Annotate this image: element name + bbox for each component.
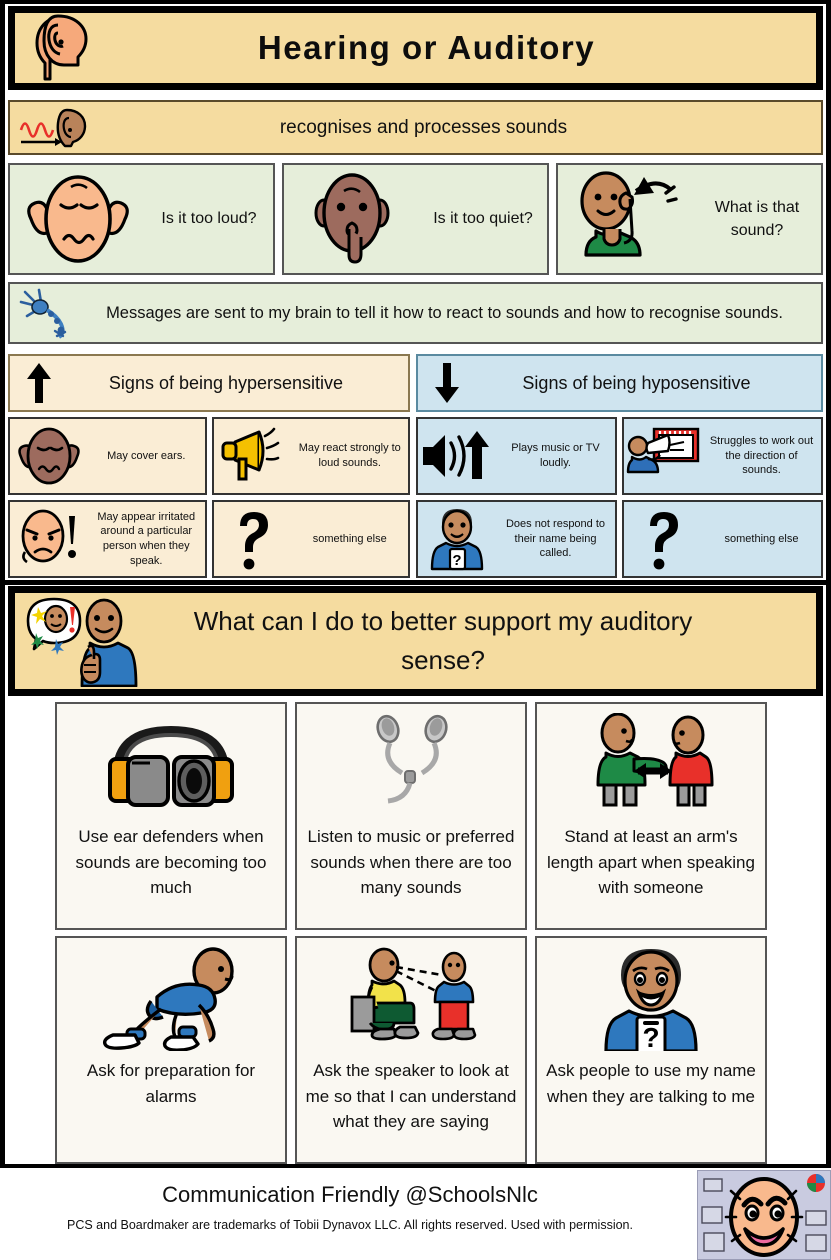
earphones-icon: [346, 710, 476, 820]
sign-card: May appear irritated around a particular…: [8, 500, 207, 578]
sign-card: something else: [622, 500, 823, 578]
sign-label: May react strongly to loud sounds.: [298, 442, 401, 469]
strategy-card: Ask for preparation for alarms: [55, 936, 287, 1164]
annoyed-person-icon: [10, 502, 88, 576]
brain-message-text: Messages are sent to my brain to tell it…: [106, 303, 783, 322]
svg-text:?: ?: [452, 552, 461, 569]
neuron-icon: [10, 286, 82, 340]
person-thumbs-up-speech-icon: [15, 593, 150, 689]
section-divider: [0, 580, 831, 585]
strategy-card: ? Ask people to use my name when they ar…: [535, 936, 767, 1164]
sign-card: Struggles to work out the direction of s…: [622, 417, 823, 495]
strategy-card: Ask the speaker to look at me so that I …: [295, 936, 527, 1164]
question-mark-icon: [624, 502, 702, 576]
strategy-label: Ask for preparation for alarms: [86, 1061, 256, 1106]
smiling-face-logo: [697, 1170, 831, 1260]
footer-divider: [0, 1164, 831, 1168]
person-question-shirt-icon: ?: [589, 944, 713, 1054]
subtitle-text: recognises and processes sounds: [279, 116, 568, 138]
strategy-card: Use ear defenders when sounds are becomi…: [55, 702, 287, 930]
megaphone-icon: [214, 419, 292, 493]
sign-card: Plays music or TV loudly.: [416, 417, 617, 495]
person-crouching-start-icon: [91, 944, 251, 1054]
strategy-label: Ask people to use my name when they are …: [546, 1061, 756, 1106]
strategy-grid: Use ear defenders when sounds are becomi…: [55, 702, 767, 1164]
arrow-down-icon: [418, 361, 476, 405]
question-card: Is it too loud?: [8, 163, 275, 275]
sign-label: Struggles to work out the direction of s…: [709, 435, 814, 477]
page-header: Hearing or Auditory: [8, 6, 823, 90]
sign-card: May react strongly to loud sounds.: [211, 417, 410, 495]
support-heading: What can I do to better support my audit…: [193, 606, 693, 675]
sign-card: ? Does not respond to their name being c…: [416, 500, 617, 578]
strategy-label: Use ear defenders when sounds are becomi…: [75, 827, 267, 897]
person-shushing-icon: [284, 165, 419, 273]
question-row: Is it too loud? Is it too quiet?: [8, 163, 823, 275]
subtitle-bar: recognises and processes sounds: [8, 100, 823, 155]
question-label: What is that sound?: [714, 198, 800, 239]
hyposensitive-grid: Plays music or TV loudly. Struggles to w…: [416, 417, 823, 578]
speaker-loud-icon: [418, 419, 496, 493]
person-listening-icon: [558, 165, 693, 273]
sign-card: something else: [211, 500, 410, 578]
svg-text:?: ?: [642, 1022, 659, 1051]
page-border-top: [0, 0, 831, 4]
support-header: What can I do to better support my audit…: [8, 586, 823, 696]
hypersensitive-grid: May cover ears. May react strongly to lo…: [8, 417, 410, 578]
two-people-distance-icon: [576, 710, 726, 820]
hypersensitive-heading-label: Signs of being hypersensitive: [108, 372, 344, 393]
hypersensitive-heading: Signs of being hypersensitive: [8, 354, 410, 412]
hyposensitive-heading: Signs of being hyposensitive: [416, 354, 823, 412]
person-question-shirt-icon: ?: [418, 502, 496, 576]
question-mark-icon: [214, 502, 292, 576]
sign-label: Plays music or TV loudly.: [511, 442, 600, 469]
person-covering-ears-icon: [10, 419, 88, 493]
soundwave-ear-icon: [10, 106, 96, 150]
arrow-up-icon: [10, 361, 68, 405]
brain-message-bar: Messages are sent to my brain to tell it…: [8, 282, 823, 344]
question-label: Is it too quiet?: [433, 210, 533, 228]
question-label: Is it too loud?: [161, 210, 257, 228]
page-title: Hearing or Auditory: [257, 29, 596, 66]
sign-label: something else: [724, 532, 799, 545]
ear-head-icon: [15, 13, 107, 83]
question-card: Is it too quiet?: [282, 163, 549, 275]
footer-title: Communication Friendly @SchoolsNlc: [162, 1182, 538, 1207]
footer: Communication Friendly @SchoolsNlc PCS a…: [0, 1168, 831, 1260]
question-card: What is that sound?: [556, 163, 823, 275]
sign-label: Does not respond to their name being cal…: [505, 518, 606, 560]
person-covering-ears-icon: [10, 165, 145, 273]
strategy-card: Stand at least an arm's length apart whe…: [535, 702, 767, 930]
strategy-label: Stand at least an arm's length apart whe…: [547, 827, 755, 897]
person-megaphone-board-icon: [624, 419, 702, 493]
strategy-label: Listen to music or preferred sounds when…: [307, 827, 515, 897]
ear-defenders-icon: [96, 710, 246, 820]
person-seated-eye-contact-icon: [336, 944, 486, 1054]
hyposensitive-heading-label: Signs of being hyposensitive: [522, 372, 751, 393]
sign-label: May cover ears.: [107, 449, 186, 462]
sign-label: May appear irritated around a particular…: [97, 510, 196, 567]
sign-label: something else: [312, 532, 387, 545]
strategy-label: Ask the speaker to look at me so that I …: [305, 1061, 517, 1131]
sign-card: May cover ears.: [8, 417, 207, 495]
strategy-card: Listen to music or preferred sounds when…: [295, 702, 527, 930]
footer-trademark-note: PCS and Boardmaker are trademarks of Tob…: [67, 1218, 633, 1232]
